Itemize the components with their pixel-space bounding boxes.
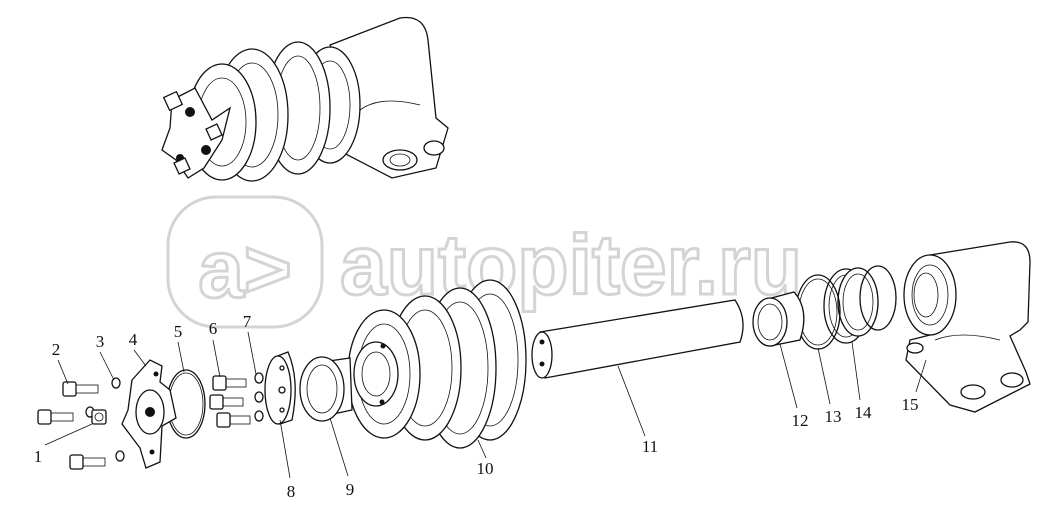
part-6-bolts [209, 375, 251, 428]
callout-2: 2 [52, 340, 61, 359]
callout-5: 5 [174, 322, 183, 341]
callout-4: 4 [129, 330, 138, 349]
watermark-logo-icon: a> [198, 224, 292, 315]
watermark-text: autopiter.ru [340, 218, 802, 312]
callout-3: 3 [96, 332, 105, 351]
watermark: a> autopiter.ru [166, 195, 804, 329]
callout-11: 11 [642, 437, 658, 456]
callout-13: 13 [825, 407, 842, 426]
part-14-seal [823, 265, 897, 344]
callout-1: 1 [34, 447, 43, 466]
callout-labels: 1 2 3 4 5 6 7 8 9 10 11 12 13 14 15 [34, 312, 919, 501]
callout-10: 10 [477, 459, 494, 478]
callout-14: 14 [855, 403, 873, 422]
assembled-roller-view [161, 16, 449, 182]
part-3-washers [85, 377, 125, 462]
callout-7: 7 [243, 312, 252, 331]
part-8-plate [264, 351, 296, 425]
part-12-bushing [752, 291, 805, 347]
callout-15: 15 [902, 395, 919, 414]
part-7-washers [254, 372, 264, 422]
watermark-logo-frame [166, 195, 324, 329]
part-9-sleeve [299, 356, 353, 422]
callout-9: 9 [346, 480, 355, 499]
callout-12: 12 [792, 411, 809, 430]
part-11-shaft [531, 299, 744, 379]
leader-lines [44, 331, 927, 479]
part-2-bolts [37, 381, 106, 470]
assembled-bracket [329, 16, 449, 179]
callout-8: 8 [287, 482, 296, 501]
part-15-bracket [903, 241, 1031, 413]
callout-6: 6 [209, 319, 218, 338]
part-4-end-cap [121, 359, 177, 469]
part-1-plug [91, 409, 107, 425]
part-10-roller-body [347, 279, 527, 449]
